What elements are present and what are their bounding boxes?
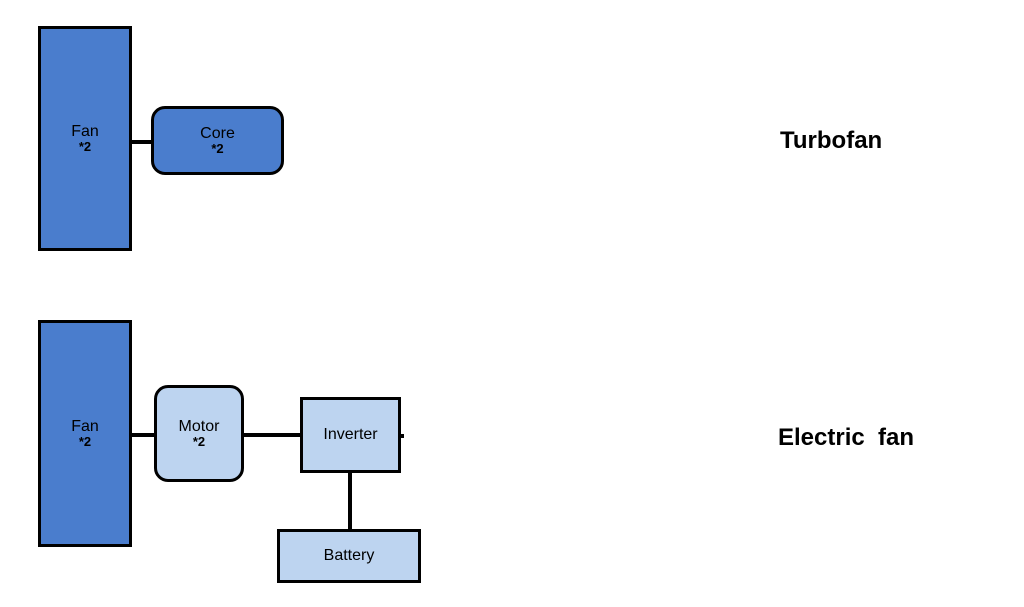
motor-label: Motor (178, 417, 220, 435)
motor-multiplier: *2 (192, 433, 206, 449)
electric-fan-label: Fan (71, 417, 99, 435)
inverter-label: Inverter (323, 426, 378, 443)
turbofan-core-multiplier: *2 (211, 140, 224, 156)
turbofan-core-label: Core (200, 124, 235, 142)
turbofan-core-block: Core *2 (151, 106, 284, 175)
electric-fan-title: Electric fan (778, 424, 915, 451)
turbofan-fan-multiplier: *2 (78, 138, 92, 154)
motor-inverter-connector (244, 433, 302, 437)
inverter-block: Inverter (300, 397, 401, 473)
inverter-battery-connector (348, 473, 352, 531)
battery-block: Battery (277, 529, 421, 583)
inverter-stub-connector (400, 434, 404, 438)
turbofan-title: Turbofan (780, 127, 883, 154)
electric-fan-multiplier: *2 (78, 433, 92, 449)
turbofan-fan-label: Fan (71, 122, 99, 140)
fan-motor-connector (132, 433, 156, 437)
electric-fan-block: Fan *2 (38, 320, 132, 547)
turbofan-fan-block: Fan *2 (38, 26, 132, 251)
turbofan-fan-core-connector (132, 140, 154, 144)
motor-block: Motor *2 (154, 385, 244, 482)
battery-label: Battery (323, 547, 375, 564)
